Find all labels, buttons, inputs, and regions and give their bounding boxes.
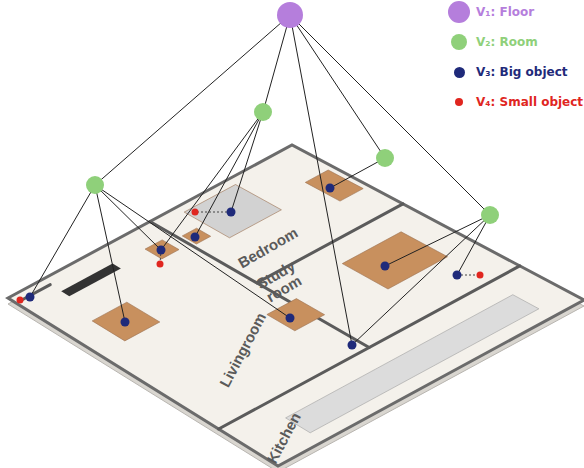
- graph-link: [385, 215, 490, 266]
- object-node: [381, 262, 390, 271]
- graph-link: [457, 215, 490, 275]
- room-node: [86, 176, 104, 194]
- furniture: [342, 232, 447, 289]
- graph-link: [30, 185, 95, 297]
- graph-link: [290, 15, 490, 215]
- small-object-node: [477, 272, 484, 279]
- furniture: [92, 302, 160, 341]
- object-node: [26, 293, 35, 302]
- small-object-node: [17, 297, 24, 304]
- object-node: [326, 184, 335, 193]
- object-node: [157, 246, 166, 255]
- scene-graph: [17, 2, 500, 350]
- object-node: [121, 318, 130, 327]
- legend-swatch: [448, 1, 470, 23]
- graph-link: [330, 158, 385, 188]
- floor-node: [277, 2, 303, 28]
- legend-entry: V₁: Floor: [448, 2, 534, 22]
- small-object-node: [157, 261, 164, 268]
- legend-swatch: [455, 98, 463, 106]
- legend-entry: V₂: Room: [448, 32, 538, 52]
- graph-link: [161, 112, 263, 250]
- furniture: [145, 240, 179, 259]
- furniture: [182, 228, 210, 244]
- legend-swatch: [454, 67, 465, 78]
- room-node: [376, 149, 394, 167]
- furniture: [61, 264, 121, 297]
- room-node: [254, 103, 272, 121]
- furniture: [267, 299, 325, 331]
- room-node: [481, 206, 499, 224]
- legend-text: V₂: Room: [476, 35, 538, 49]
- graph-link: [352, 215, 490, 345]
- object-node: [348, 341, 357, 350]
- object-node: [191, 233, 200, 242]
- object-node: [227, 208, 236, 217]
- graph-link: [290, 15, 385, 158]
- legend-entry: V₃: Big object: [448, 62, 567, 82]
- legend-text: V₄: Small object: [476, 95, 583, 109]
- object-node: [286, 314, 295, 323]
- legend-text: V₁: Floor: [476, 5, 534, 19]
- kitchen-counter: [286, 295, 539, 433]
- graph-link: [195, 212, 231, 213]
- small-object-node: [192, 209, 199, 216]
- graph-link: [95, 15, 290, 185]
- graph-link: [231, 112, 263, 212]
- legend-swatch: [451, 34, 467, 50]
- legend-entry: V₄: Small object: [448, 92, 583, 112]
- graph-link: [263, 15, 290, 112]
- graph-link: [95, 185, 125, 322]
- graph-link: [195, 112, 263, 237]
- legend-text: V₃: Big object: [476, 65, 567, 79]
- graph-link: [95, 185, 161, 250]
- object-node: [453, 271, 462, 280]
- graph-link: [290, 15, 352, 345]
